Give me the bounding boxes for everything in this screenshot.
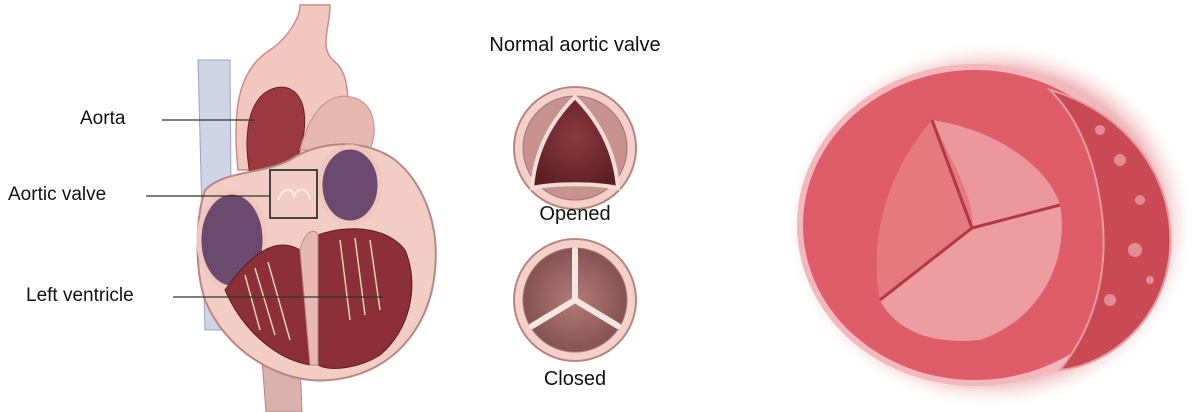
valve-panel-title: Normal aortic valve [468, 34, 682, 57]
left-ventricle-label: Left ventricle [26, 285, 134, 307]
aorta-label: Aorta [80, 108, 125, 130]
aortic-valve-label: Aortic valve [8, 184, 106, 206]
left-atrium [320, 147, 380, 223]
opened-valve-diagram [514, 87, 636, 209]
closed-caption: Closed [525, 368, 625, 391]
heart-illustration [146, 5, 436, 412]
opened-caption: Opened [525, 203, 625, 226]
valve-photograph [785, 40, 1195, 410]
closed-valve-diagram [514, 239, 636, 361]
